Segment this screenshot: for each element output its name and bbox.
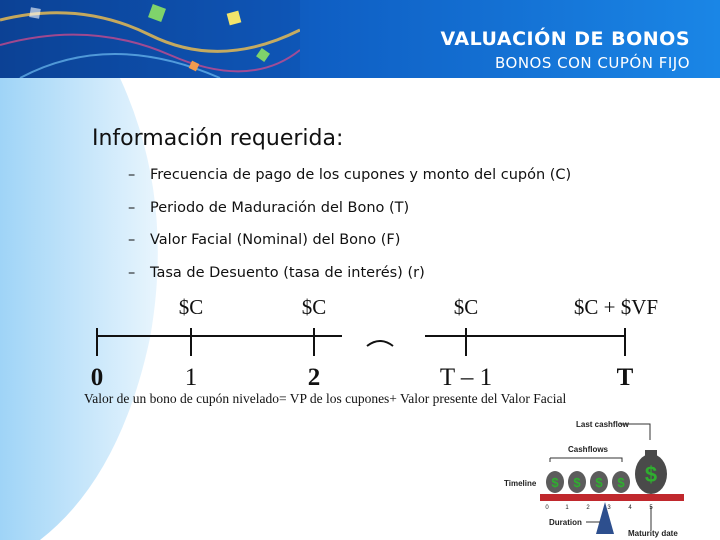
cashflow-label: $C: [302, 295, 327, 319]
tick-label: 3: [607, 505, 611, 511]
cashflow-timeline: $C $C $C $C + $VF 0 1 2 T – 1 T: [80, 288, 680, 393]
svg-text:$: $: [595, 475, 603, 490]
list-item: –Periodo de Maduración del Bono (T): [128, 199, 571, 232]
bond-cashflow-illustration: Last cashflow Cashflows $ $ $ $ $ Timeli…: [500, 418, 710, 540]
svg-text:$: $: [551, 475, 559, 490]
cashflow-label: $C + $VF: [574, 295, 658, 319]
tick-label: 4: [628, 505, 632, 511]
valuation-formula: Valor de un bono de cupón nivelado= VP d…: [84, 391, 566, 407]
header-decoration: [0, 0, 300, 78]
money-bag-icon: $: [546, 471, 564, 493]
period-label: 1: [185, 364, 198, 391]
period-label: T: [617, 364, 634, 391]
timeline-break: [367, 341, 393, 346]
period-label: 2: [308, 364, 321, 391]
period-label: T – 1: [440, 364, 492, 391]
timeline-label: Timeline: [504, 479, 537, 488]
fulcrum-icon: [596, 502, 614, 534]
list-item: –Valor Facial (Nominal) del Bono (F): [128, 231, 571, 264]
slide-title: VALUACIÓN DE BONOS: [440, 28, 690, 50]
tick-label: 1: [565, 505, 569, 511]
tick-label: 2: [586, 505, 590, 511]
requirements-list: –Frecuencia de pago de los cupones y mon…: [128, 166, 571, 296]
timeline-beam: [540, 494, 684, 501]
list-item: –Frecuencia de pago de los cupones y mon…: [128, 166, 571, 199]
svg-text:$: $: [645, 462, 657, 487]
section-heading: Información requerida:: [92, 126, 343, 151]
money-bag-icon: $: [612, 471, 630, 493]
money-bag-icon: $: [590, 471, 608, 493]
cashflow-label: $C: [454, 295, 479, 319]
cashflows-bracket: [550, 458, 622, 462]
large-money-bag-icon: $: [635, 450, 667, 494]
svg-text:$: $: [573, 475, 581, 490]
slide-subtitle: BONOS CON CUPÓN FIJO: [495, 54, 690, 72]
period-label: 0: [91, 364, 104, 391]
maturity-date-label: Maturity date: [628, 529, 678, 538]
money-bag-icon: $: [568, 471, 586, 493]
svg-text:$: $: [617, 475, 625, 490]
cashflows-label: Cashflows: [568, 445, 609, 454]
cashflow-label: $C: [179, 295, 204, 319]
duration-label: Duration: [549, 518, 582, 527]
tick-label: 0: [545, 505, 549, 511]
header-banner: VALUACIÓN DE BONOS BONOS CON CUPÓN FIJO: [0, 0, 720, 78]
